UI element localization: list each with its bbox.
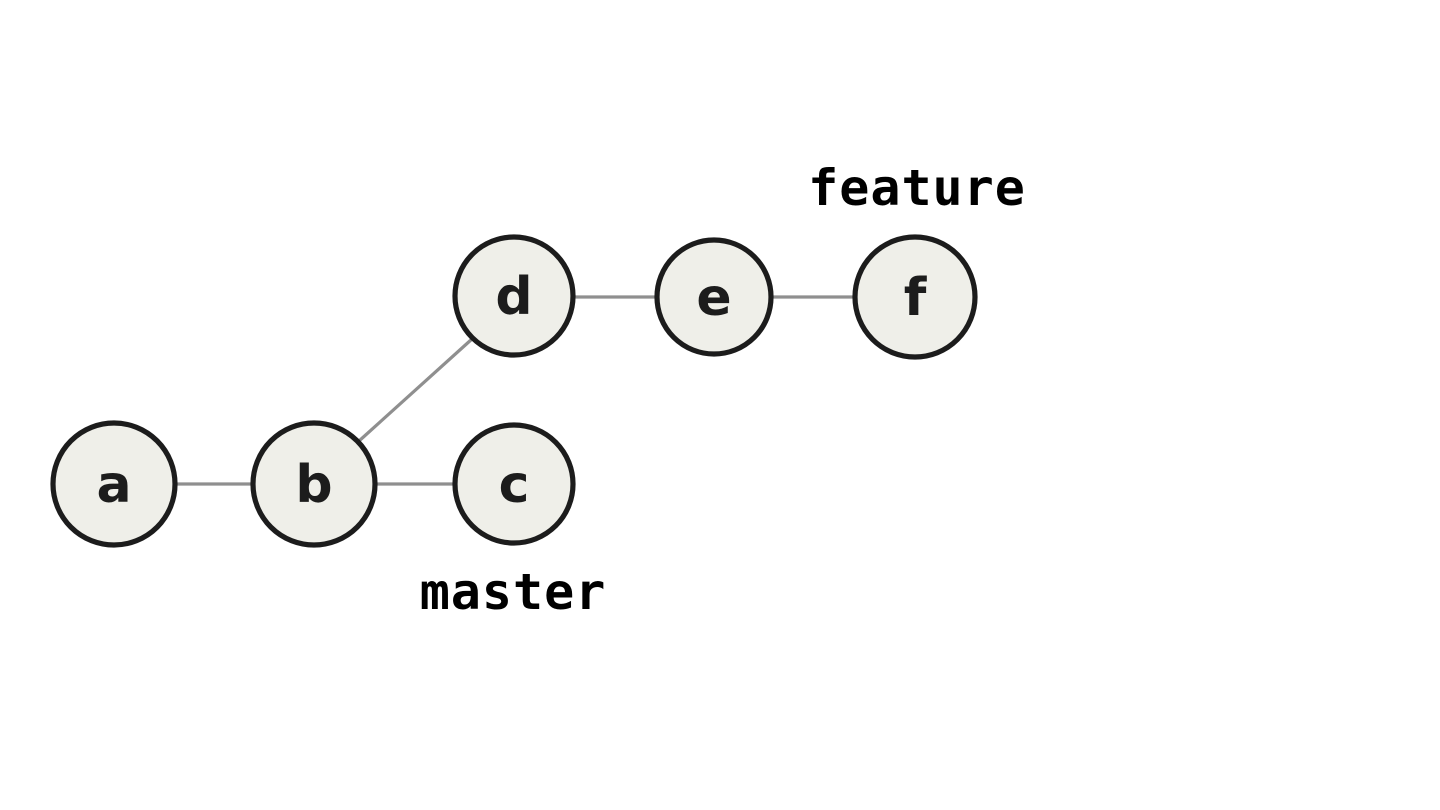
commit-label-c: c (499, 455, 530, 515)
commit-circle-c[interactable] (452, 422, 576, 546)
commit-node-c[interactable]: c (452, 422, 576, 546)
commit-circle-b[interactable] (250, 420, 378, 548)
commit-label-e: e (696, 268, 731, 328)
commit-label-f: f (904, 268, 928, 328)
commit-label-b: b (295, 455, 332, 515)
commit-node-f[interactable]: f (852, 234, 978, 360)
branch-label-feature: feature (808, 159, 1026, 217)
commit-circle-a[interactable] (50, 420, 178, 548)
commit-node-a[interactable]: a (50, 420, 178, 548)
branch-label-master: master (420, 563, 607, 621)
commit-label-d: d (495, 267, 532, 327)
commit-circle-f[interactable] (852, 234, 978, 360)
commit-node-d[interactable]: d (452, 234, 576, 358)
commit-circle-d[interactable] (452, 234, 576, 358)
edge-b-d (357, 337, 474, 443)
commit-label-a: a (96, 455, 131, 515)
commit-node-b[interactable]: b (250, 420, 378, 548)
commit-circle-e[interactable] (654, 237, 774, 357)
commit-node-e[interactable]: e (654, 237, 774, 357)
edges-group (176, 295, 854, 486)
